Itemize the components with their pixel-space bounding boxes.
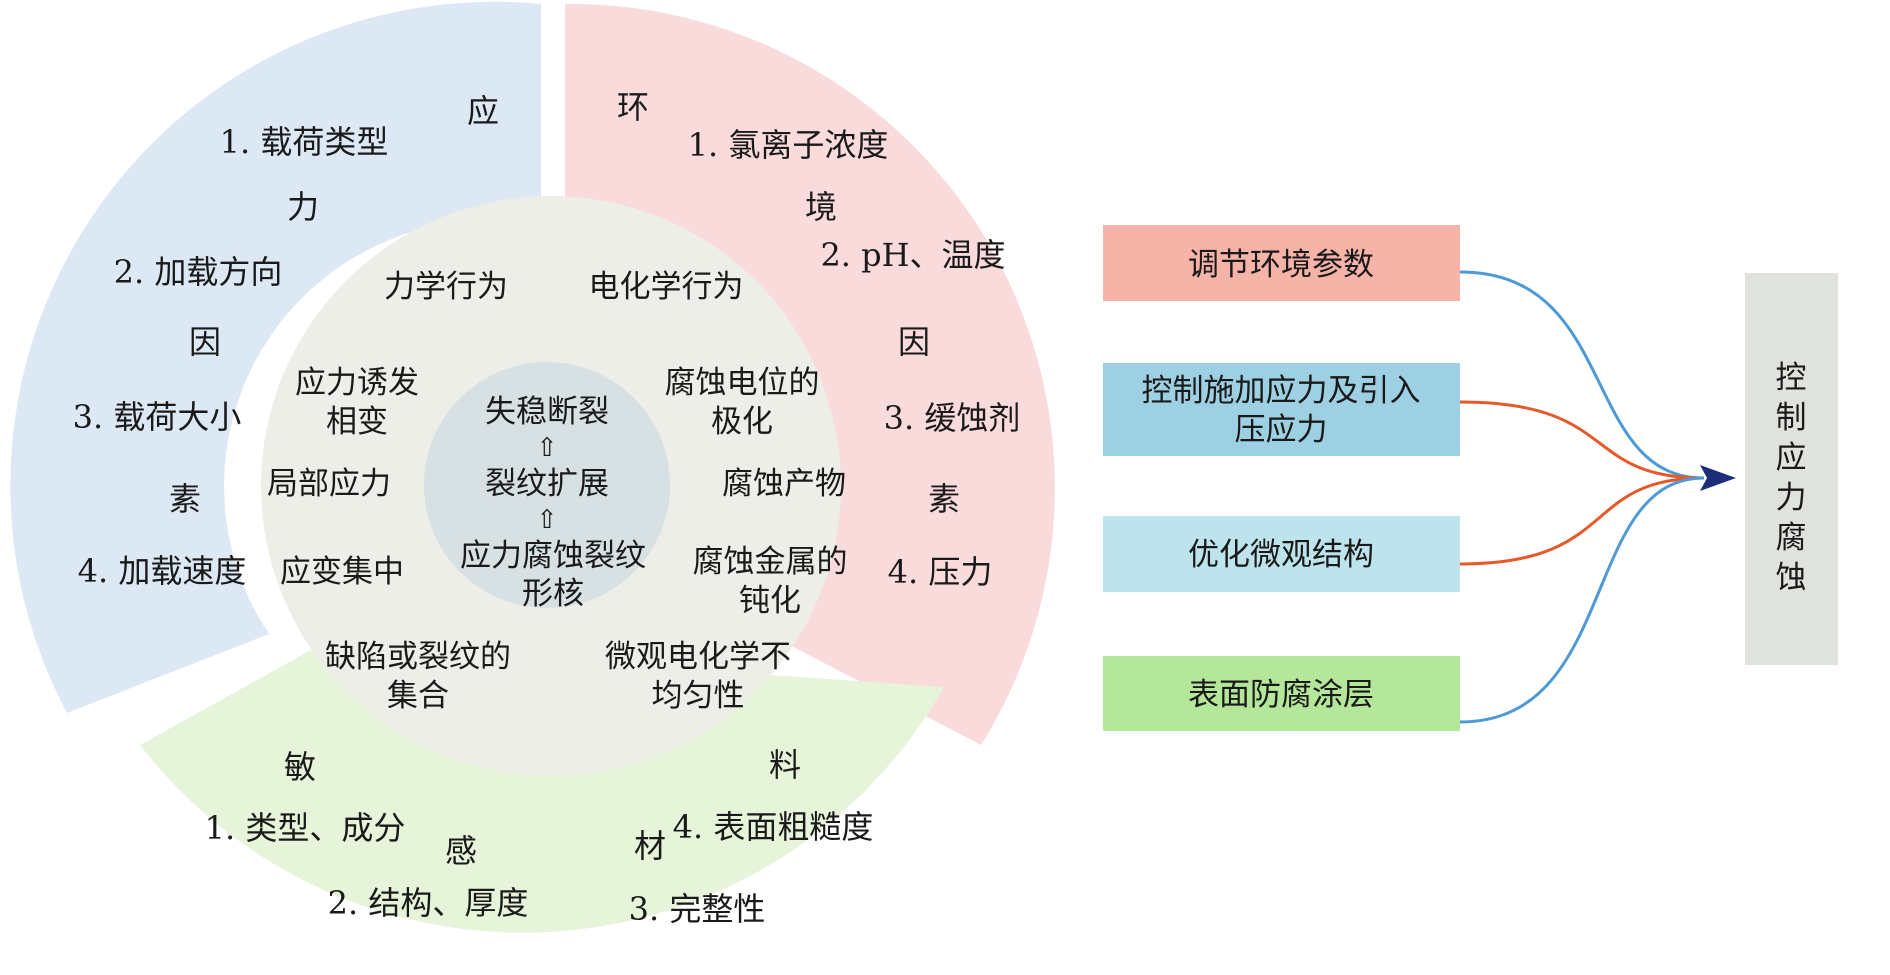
control-scc-char-2: 制: [1776, 400, 1807, 436]
surface-coating-label: 表面防腐涂层: [1188, 677, 1374, 713]
potential-polarization-line-2: 极化: [711, 404, 773, 440]
stress-char-2: 力: [287, 188, 319, 226]
defect-aggregation-line-1: 缺陷或裂纹的: [325, 639, 511, 675]
stress-factor-labels: 应 力 因 素 1. 载荷类型 2. 加载方向 3. 载荷大小 4. 加载速度: [73, 92, 499, 590]
target-box-group: 控 制 应 力 腐 蚀: [1745, 273, 1838, 665]
connector-curve: [1459, 400, 1705, 480]
mat-char-3: 材: [634, 827, 666, 865]
measure-boxes: 调节环境参数 控制施加应力及引入 压应力 优化微观结构 表面防腐涂层: [1103, 225, 1460, 731]
env-char-2: 境: [805, 188, 837, 226]
metal-passivation-line-1: 腐蚀金属的: [693, 544, 848, 580]
connector-curve: [1459, 476, 1705, 724]
defect-aggregation-line-2: 集合: [387, 678, 449, 714]
phase-transformation-line-1: 应力诱发: [295, 365, 419, 401]
control-scc-char-3: 应: [1776, 440, 1807, 476]
electrochemical-behavior-title: 电化学行为: [589, 269, 744, 305]
phase-transformation-line-2: 相变: [326, 404, 388, 440]
behavior-labels: 力学行为 电化学行为 应力诱发 相变 局部应力 应变集中 腐蚀电位的 极化 腐蚀…: [267, 269, 848, 714]
env-item-3: 3. 缓蚀剂: [884, 399, 1021, 437]
stress-char-3: 因: [189, 323, 221, 361]
core-mechanism-labels: 失稳断裂 ⇧ 裂纹扩展 ⇧ 应力腐蚀裂纹 形核: [460, 394, 646, 612]
stress-factor-sector: [10, 1, 541, 713]
surface-coating-box: [1103, 656, 1460, 731]
environment-factor-labels: 环 境 因 素 1. 氯离子浓度 2. pH、温度 3. 缓蚀剂 4. 压力: [617, 88, 1020, 591]
control-scc-char-4: 力: [1776, 480, 1807, 516]
connector-curves: [1459, 270, 1705, 724]
control-scc-box: [1745, 273, 1838, 665]
metal-passivation-line-2: 钝化: [739, 583, 801, 619]
mat-item-4: 4. 表面粗糙度: [673, 808, 874, 846]
env-char-4: 素: [928, 480, 960, 518]
connector-curve: [1459, 270, 1705, 480]
env-item-1: 1. 氯离子浓度: [688, 126, 889, 164]
optimize-microstructure-label: 优化微观结构: [1188, 537, 1374, 573]
crack-propagation-label: 裂纹扩展: [485, 466, 609, 502]
corrosion-products-label: 腐蚀产物: [722, 466, 846, 502]
micro-inhomogeneity-line-2: 均匀性: [652, 678, 745, 714]
connector-curve: [1459, 476, 1705, 566]
env-item-4: 4. 压力: [888, 553, 993, 591]
mat-item-2: 2. 结构、厚度: [328, 884, 529, 922]
mat-char-1: 敏: [284, 748, 316, 786]
mat-char-4: 料: [769, 746, 801, 784]
up-arrow-icon: ⇧: [536, 505, 558, 535]
control-stress-line-2: 压应力: [1235, 412, 1328, 448]
stress-char-4: 素: [169, 480, 201, 518]
env-char-3: 因: [898, 323, 930, 361]
stress-item-3: 3. 载荷大小: [73, 398, 242, 436]
mechanical-behavior-title: 力学行为: [384, 269, 508, 305]
control-stress-line-1: 控制施加应力及引入: [1142, 373, 1421, 409]
material-factor-sector: [140, 645, 944, 933]
crack-nucleation-line-1: 应力腐蚀裂纹: [460, 538, 646, 574]
core-mechanism-disc: [424, 362, 670, 608]
control-scc-char-1: 控: [1776, 360, 1807, 396]
mat-item-3: 3. 完整性: [629, 890, 766, 928]
unstable-fracture-label: 失稳断裂: [485, 394, 609, 430]
stress-item-1: 1. 载荷类型: [220, 123, 389, 161]
control-scc-char-6: 蚀: [1776, 560, 1807, 596]
micro-inhomogeneity-line-1: 微观电化学不: [605, 639, 791, 675]
strain-concentration-label: 应变集中: [280, 554, 404, 590]
mat-char-2: 感: [445, 832, 477, 870]
material-factor-labels: 敏 感 材 料 1. 类型、成分 2. 结构、厚度 3. 完整性 4. 表面粗糙…: [205, 746, 874, 928]
up-arrow-icon: ⇧: [536, 433, 558, 463]
stress-char-1: 应: [467, 92, 499, 130]
optimize-microstructure-box: [1103, 516, 1460, 592]
env-item-2: 2. pH、温度: [820, 236, 1005, 274]
potential-polarization-line-1: 腐蚀电位的: [665, 365, 820, 401]
crack-nucleation-line-2: 形核: [522, 576, 584, 612]
mat-item-1: 1. 类型、成分: [205, 809, 406, 847]
arrowhead-icon: [1700, 465, 1736, 491]
env-char-1: 环: [617, 88, 649, 126]
stress-item-4: 4. 加载速度: [78, 552, 247, 590]
control-stress-box: [1103, 363, 1460, 456]
adjust-environment-box: [1103, 225, 1460, 301]
control-scc-char-5: 腐: [1776, 520, 1807, 556]
stress-item-2: 2. 加载方向: [114, 253, 283, 291]
local-stress-label: 局部应力: [267, 466, 391, 502]
adjust-environment-label: 调节环境参数: [1188, 247, 1374, 283]
